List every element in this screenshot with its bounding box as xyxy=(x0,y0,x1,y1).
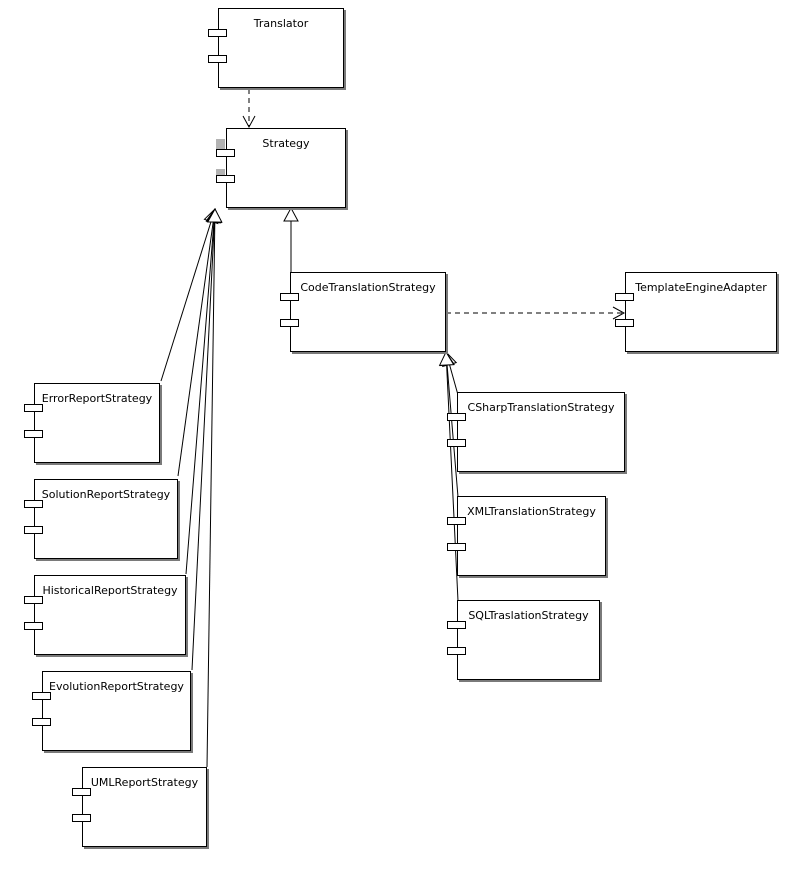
port-icon xyxy=(447,543,466,551)
evolution-report-generalization xyxy=(191,207,223,671)
component-name: SQLTraslationStrategy xyxy=(468,609,589,622)
error-report-generalization xyxy=(160,207,219,382)
port-icon xyxy=(447,517,466,525)
port-icon xyxy=(24,622,43,630)
component-name: ErrorReportStrategy xyxy=(41,392,153,405)
port-icon xyxy=(32,718,51,726)
component-name: CSharpTranslationStrategy xyxy=(467,401,615,414)
port-icon xyxy=(24,500,43,508)
port-icon xyxy=(24,404,43,412)
shadow-mark xyxy=(216,139,225,149)
port-icon xyxy=(24,526,43,534)
port-icon xyxy=(32,692,51,700)
translator-component[interactable]: Translator xyxy=(208,8,344,88)
component-name: TemplateEngineAdapter xyxy=(635,281,767,294)
sql-translation-generalization xyxy=(438,350,459,602)
solution-report-generalization xyxy=(177,207,221,477)
component-name: HistoricalReportStrategy xyxy=(42,584,178,597)
port-icon xyxy=(447,621,466,629)
component-name: UMLReportStrategy xyxy=(90,776,199,789)
uml-report-strategy-component[interactable]: UMLReportStrategy xyxy=(72,767,207,847)
port-icon xyxy=(447,439,466,447)
port-icon xyxy=(24,430,43,438)
port-icon xyxy=(447,413,466,421)
port-icon xyxy=(24,596,43,604)
csharp-translation-strategy-component[interactable]: CSharpTranslationStrategy xyxy=(447,392,625,472)
code-translation-strategy-component[interactable]: CodeTranslationStrategy xyxy=(280,272,446,352)
historical-report-strategy-component[interactable]: HistoricalReportStrategy xyxy=(24,575,186,655)
port-icon xyxy=(615,293,634,301)
solution-report-strategy-component[interactable]: SolutionReportStrategy xyxy=(24,479,178,559)
component-name: CodeTranslationStrategy xyxy=(300,281,436,294)
component-name: EvolutionReportStrategy xyxy=(49,680,184,693)
historical-report-generalization xyxy=(185,207,222,575)
port-icon xyxy=(280,319,299,327)
error-report-strategy-component[interactable]: ErrorReportStrategy xyxy=(24,383,160,463)
uml-report-generalization xyxy=(206,207,223,768)
port-icon xyxy=(216,175,235,183)
port-icon xyxy=(216,149,235,157)
sql-translation-strategy-component[interactable]: SQLTraslationStrategy xyxy=(447,600,600,680)
xml-translation-strategy-component[interactable]: XMLTranslationStrategy xyxy=(447,496,606,576)
component-name: Translator xyxy=(253,17,309,30)
component-name: XMLTranslationStrategy xyxy=(467,505,596,518)
component-name: Strategy xyxy=(262,137,310,150)
strategy-component[interactable]: Strategy xyxy=(216,128,346,208)
shadow-mark xyxy=(216,169,225,179)
port-icon xyxy=(208,29,227,37)
port-icon xyxy=(280,293,299,301)
xml-translation-generalization xyxy=(439,350,459,498)
template-engine-adapter-component[interactable]: TemplateEngineAdapter xyxy=(615,272,777,352)
port-icon xyxy=(615,319,634,327)
port-icon xyxy=(208,55,227,63)
component-name: SolutionReportStrategy xyxy=(41,488,171,501)
port-icon xyxy=(72,814,91,822)
port-icon xyxy=(72,788,91,796)
port-icon xyxy=(447,647,466,655)
evolution-report-strategy-component[interactable]: EvolutionReportStrategy xyxy=(32,671,191,751)
